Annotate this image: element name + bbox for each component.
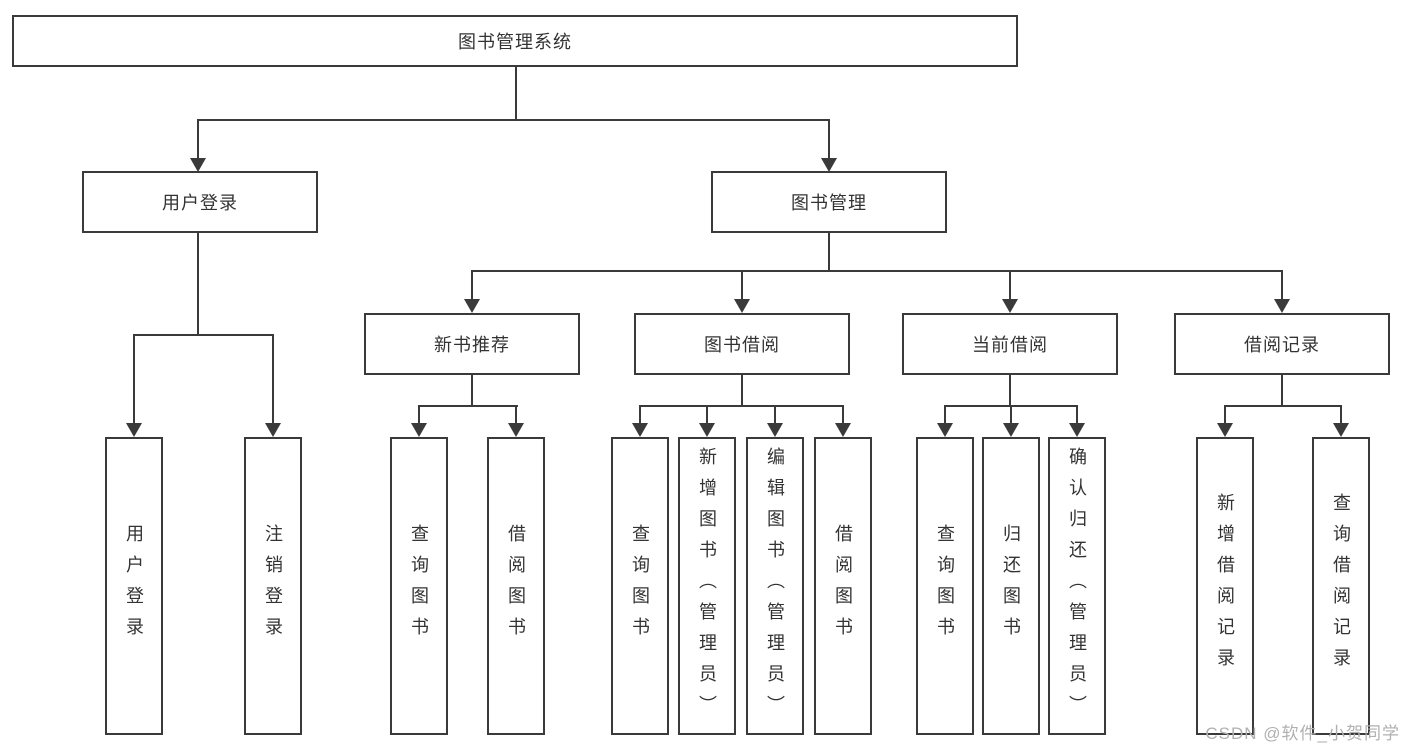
node-user-login-label: 用户登录 [162, 193, 238, 213]
connector-user-login-stem [197, 233, 199, 335]
node-new-book-recommend-label: 新书推荐 [434, 335, 510, 355]
connector-to-leaf-borrow1 [515, 405, 517, 424]
leaf-query-borrow-record-label: 查询借阅记录 [1331, 493, 1351, 679]
leaf-user-login-label: 用户登录 [124, 524, 144, 648]
leaf-edit-book-admin-label: 编辑图书（管理员） [765, 446, 785, 726]
node-borrow-records-label: 借阅记录 [1244, 335, 1320, 355]
connector-current-borrow-stem [1009, 375, 1011, 406]
leaf-borrow-books-recommend: 借阅图书 [487, 437, 545, 735]
leaf-confirm-return-admin: 确认归还（管理员） [1048, 437, 1106, 735]
leaf-query-books-recommend: 查询图书 [390, 437, 448, 735]
connector-to-leaf-return [1010, 405, 1012, 424]
connector-to-leaf-borrow2 [842, 405, 844, 424]
arrowhead-leaf-borrow2 [835, 423, 851, 437]
leaf-borrow-books-label: 借阅图书 [833, 524, 853, 648]
arrowhead-leaf-query3 [937, 423, 953, 437]
connector-to-leaf-confirm-return [1076, 405, 1078, 424]
arrowhead-leaf-edit-book [767, 423, 783, 437]
connector-to-leaf-query3 [944, 405, 946, 424]
arrowhead-leaf-add-book [699, 423, 715, 437]
node-current-borrow: 当前借阅 [902, 313, 1118, 375]
connector-to-user-login [197, 119, 199, 160]
arrowhead-borrow-records [1274, 299, 1290, 313]
connector-to-leaf-add-book [706, 405, 708, 424]
node-current-borrow-label: 当前借阅 [972, 335, 1048, 355]
arrowhead-leaf-login [126, 423, 142, 437]
connector-root-branch [197, 119, 830, 121]
leaf-add-book-admin-label: 新增图书（管理员） [697, 446, 717, 726]
connector-to-current-borrow [1009, 270, 1011, 301]
leaf-edit-book-admin: 编辑图书（管理员） [746, 437, 804, 735]
leaf-add-borrow-record: 新增借阅记录 [1196, 437, 1254, 735]
leaf-borrow-books: 借阅图书 [814, 437, 872, 735]
arrowhead-leaf-return [1003, 423, 1019, 437]
connector-new-book-branch [418, 405, 518, 407]
leaf-query-books-borrow: 查询图书 [611, 437, 669, 735]
leaf-query-books-borrow-label: 查询图书 [630, 524, 650, 648]
leaf-query-borrow-record: 查询借阅记录 [1312, 437, 1370, 735]
node-root-label: 图书管理系统 [458, 32, 572, 52]
leaf-query-books-current-label: 查询图书 [935, 524, 955, 648]
leaf-query-books-recommend-label: 查询图书 [409, 524, 429, 648]
connector-root-stem [515, 67, 517, 120]
connector-book-borrow-branch [639, 405, 844, 407]
node-user-login: 用户登录 [82, 171, 318, 233]
connector-user-login-branch [133, 334, 274, 336]
arrowhead-book-borrow [734, 299, 750, 313]
leaf-add-borrow-record-label: 新增借阅记录 [1215, 493, 1235, 679]
connector-to-leaf-edit-book [774, 405, 776, 424]
connector-to-leaf-login [133, 334, 135, 425]
node-borrow-records: 借阅记录 [1174, 313, 1390, 375]
node-book-borrow-label: 图书借阅 [704, 335, 780, 355]
node-book-borrow: 图书借阅 [634, 313, 850, 375]
arrowhead-leaf-confirm-return [1069, 423, 1085, 437]
arrowhead-new-book [464, 299, 480, 313]
connector-to-leaf-add-record [1224, 405, 1226, 424]
arrowhead-current-borrow [1002, 299, 1018, 313]
csdn-watermark: CSDN @软件_小贺同学 [1205, 724, 1400, 743]
arrowhead-leaf-borrow1 [508, 423, 524, 437]
connector-borrow-records-branch [1224, 405, 1342, 407]
leaf-logout-label: 注销登录 [263, 524, 283, 648]
arrowhead-book-management [821, 158, 837, 172]
node-book-management: 图书管理 [711, 171, 947, 233]
leaf-return-book-label: 归还图书 [1001, 524, 1021, 648]
node-root-system: 图书管理系统 [12, 15, 1018, 67]
arrowhead-user-login [190, 158, 206, 172]
connector-to-book-borrow [741, 270, 743, 301]
leaf-borrow-books-recommend-label: 借阅图书 [506, 524, 526, 648]
node-book-management-label: 图书管理 [791, 193, 867, 213]
connector-to-leaf-logout [272, 334, 274, 425]
arrowhead-leaf-add-record [1217, 423, 1233, 437]
arrowhead-leaf-query2 [632, 423, 648, 437]
arrowhead-leaf-query-record [1333, 423, 1349, 437]
leaf-return-book: 归还图书 [982, 437, 1040, 735]
connector-to-leaf-query2 [639, 405, 641, 424]
arrowhead-leaf-query1 [411, 423, 427, 437]
leaf-user-login: 用户登录 [105, 437, 163, 735]
leaf-query-books-current: 查询图书 [916, 437, 974, 735]
leaf-logout: 注销登录 [244, 437, 302, 735]
leaf-add-book-admin: 新增图书（管理员） [678, 437, 736, 735]
connector-to-new-book [471, 270, 473, 301]
connector-new-book-stem [471, 375, 473, 406]
connector-to-borrow-records [1281, 270, 1283, 301]
connector-borrow-records-stem [1281, 375, 1283, 406]
node-new-book-recommend: 新书推荐 [364, 313, 580, 375]
connector-to-leaf-query-record [1340, 405, 1342, 424]
leaf-confirm-return-admin-label: 确认归还（管理员） [1067, 446, 1087, 726]
connector-book-borrow-stem [741, 375, 743, 406]
arrowhead-leaf-logout [265, 423, 281, 437]
connector-to-leaf-query1 [418, 405, 420, 424]
connector-to-book-management [828, 119, 830, 160]
connector-book-management-branch [471, 270, 1283, 272]
connector-book-management-stem [828, 233, 830, 272]
